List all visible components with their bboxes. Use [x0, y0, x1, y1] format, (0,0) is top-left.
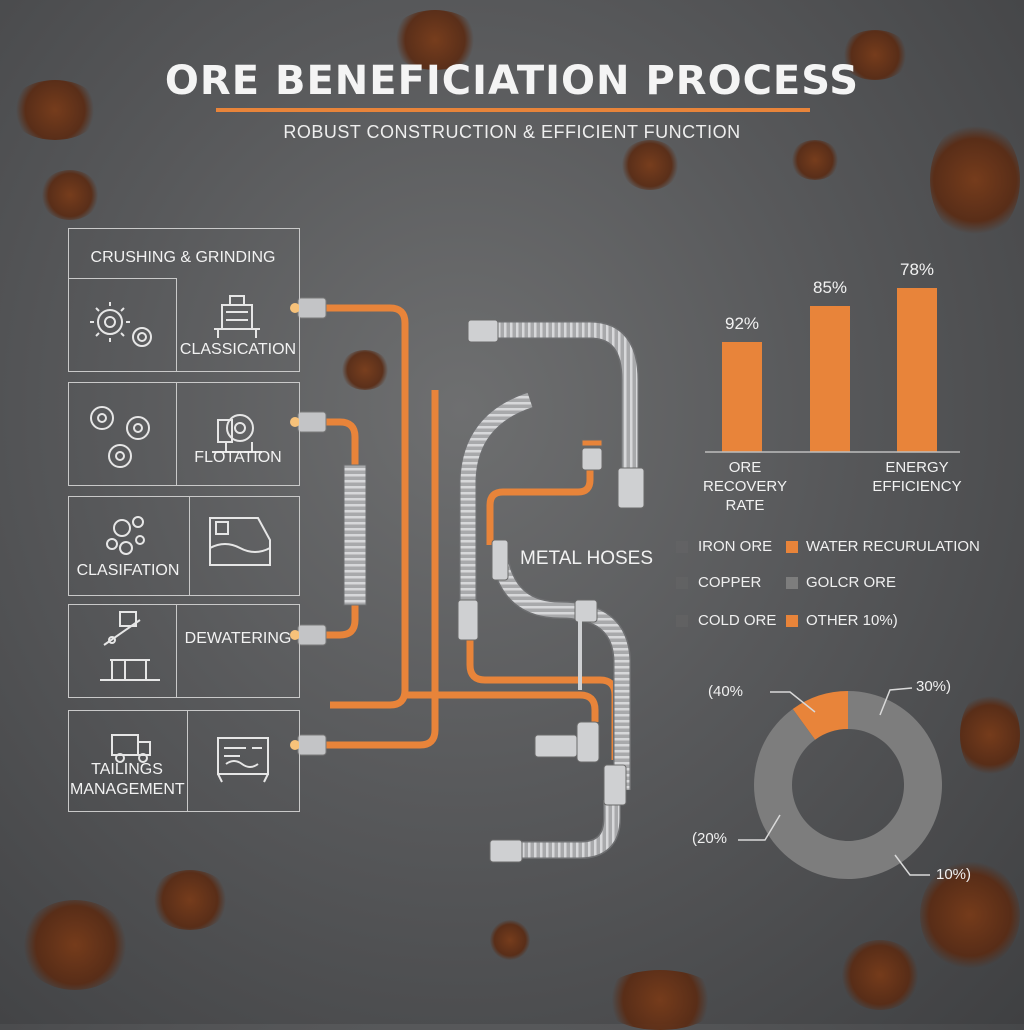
gears-icon [90, 302, 152, 347]
rust-patch [620, 140, 680, 190]
rust-patch [930, 120, 1020, 240]
stage-cell [68, 496, 190, 596]
rust-patch [920, 860, 1020, 970]
title-underline [216, 108, 810, 112]
machine-icon [214, 295, 260, 338]
stage-cell [68, 278, 177, 372]
legend-swatch [676, 541, 688, 553]
hose-fittings [457, 319, 645, 863]
donut-leader-lines [738, 687, 930, 876]
donut-label-4: 10%) [936, 866, 972, 883]
rust-patch [840, 940, 920, 1010]
legend-swatch [676, 615, 688, 627]
rust-patch [390, 10, 480, 70]
legend-swatch [676, 577, 688, 589]
hose-straight [343, 464, 367, 606]
bar-value-label: 78% [899, 260, 935, 279]
rust-patch [840, 30, 910, 80]
legend-swatch [786, 577, 798, 589]
bar-value-label: 92% [724, 314, 760, 333]
rust-patch [490, 920, 530, 960]
hose-s [492, 558, 630, 790]
hose-bottom [520, 800, 620, 858]
donut-label-2: 30%) [916, 678, 952, 695]
page-subtitle: ROBUST CONSTRUCTION & EFFICIENT FUNCTION [283, 122, 741, 142]
pipe-1 [325, 304, 409, 709]
hose-left [460, 392, 533, 620]
legend-label: COLD ORE [698, 612, 777, 629]
legend-label: COPPER [698, 574, 762, 591]
rust-patch [790, 140, 840, 180]
connectors [290, 297, 327, 756]
stage-icons [90, 295, 271, 783]
stage-cell [68, 604, 177, 698]
rust-patch [600, 970, 720, 1030]
legend-label: OTHER 10%) [806, 612, 898, 629]
rust-patch [340, 350, 390, 390]
gears-icon [90, 406, 150, 468]
rust-patch [150, 870, 230, 930]
legend-label: IRON ORE [698, 538, 773, 555]
pipe-4 [405, 691, 599, 722]
stage-cell [68, 382, 177, 486]
bubbles-icon [106, 516, 145, 555]
metal-hoses [343, 321, 639, 859]
legend-label: WATER RECURULATION [806, 538, 980, 555]
donut-slice-1 [792, 691, 848, 740]
stage-label-tailings: TAILINGS MANAGEMENT [70, 761, 185, 798]
legend-swatch [786, 541, 798, 553]
tank-icon [209, 517, 271, 566]
pipe-3 [325, 390, 439, 749]
crusher-icon [212, 414, 262, 453]
rust-patch [960, 690, 1020, 780]
bar-category-label: ENERGY EFFICIENCY [872, 459, 962, 495]
bar-category-label: ORE RECOVERY RATE [703, 459, 787, 514]
control-panel-icon [217, 737, 269, 783]
donut-slice-2 [753, 691, 942, 879]
pipe-6 [486, 470, 594, 545]
conveyor-icon [100, 611, 160, 681]
hose-top [495, 322, 638, 470]
stage-label-crushing: CRUSHING & GRINDING [90, 249, 276, 266]
rust-patch [10, 80, 100, 140]
donut-label-3: (20% [692, 830, 728, 847]
truck-icon [111, 734, 151, 763]
bar-3 [897, 288, 937, 452]
stage-label-dewatering: DEWATERING [184, 630, 292, 647]
rust-patch [20, 900, 130, 990]
rust-patch [40, 170, 100, 220]
bar-value-label: 85% [812, 278, 848, 297]
donut-label-1: (40% [708, 683, 744, 700]
stage-label-clasifation: CLASIFATION [76, 562, 180, 579]
stage-cell [68, 710, 188, 812]
page-title: ORE BENEFICIATION PROCESS [164, 58, 860, 104]
bar-chart [722, 288, 937, 452]
legend-label: GOLCR ORE [806, 574, 897, 591]
stage-label-classication: CLASSICATION [179, 341, 297, 358]
stage-label-flotation: FLOTATION [194, 449, 282, 466]
bar-2 [810, 306, 850, 452]
bar-1 [722, 342, 762, 452]
legend-swatch [786, 615, 798, 627]
metal-hoses-label: METAL HOSES [520, 548, 654, 569]
donut-chart [753, 691, 942, 879]
